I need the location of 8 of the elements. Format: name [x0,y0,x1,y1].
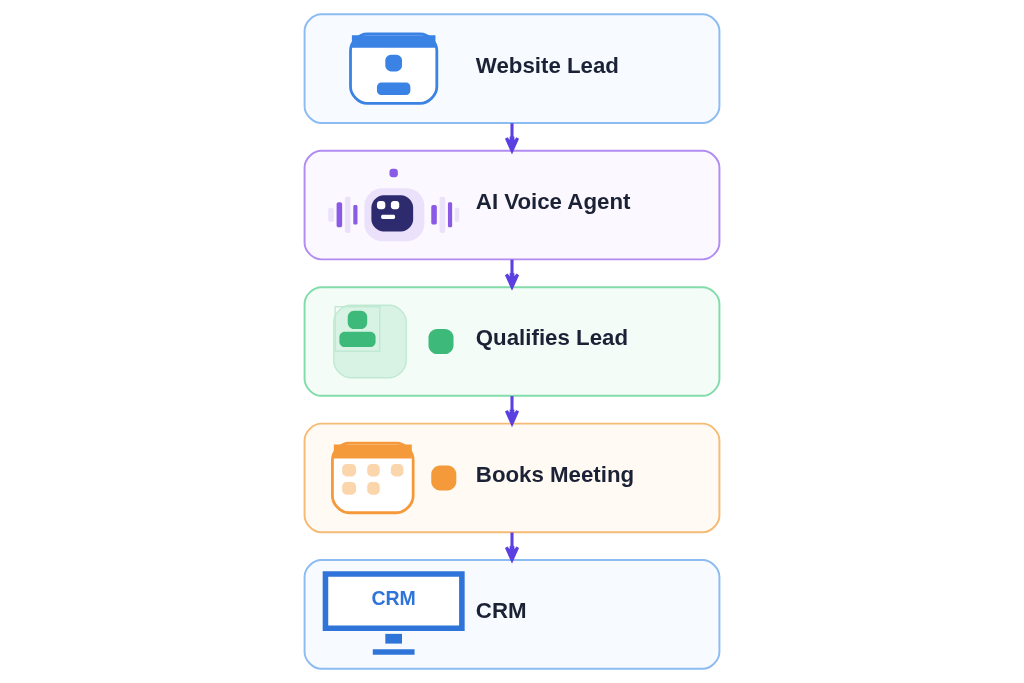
arrow [504,259,520,289]
node-box: AI Voice Agent [303,149,721,261]
node-box: Books Meeting [303,422,721,534]
arrow [504,123,520,153]
node-box: CRM CRM [303,559,721,670]
arrow [504,532,520,562]
arrow [504,396,520,426]
node-box: Website Lead [303,13,721,124]
